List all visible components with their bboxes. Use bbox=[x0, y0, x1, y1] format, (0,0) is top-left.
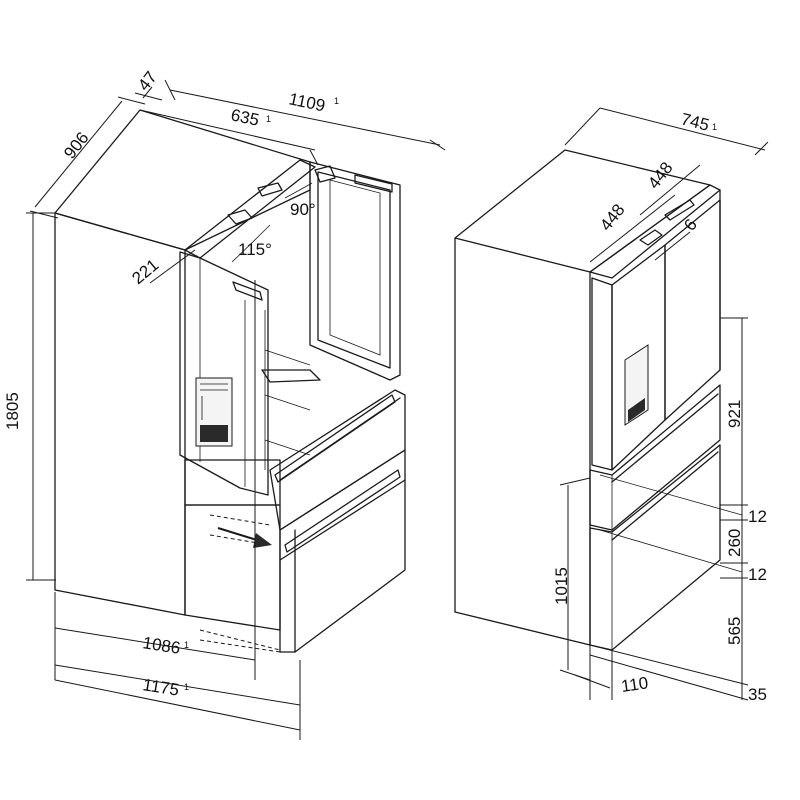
label-depth-1086: 1086 bbox=[141, 633, 181, 658]
right-cabinet-body bbox=[454, 149, 711, 646]
left-dimension-labels: 906 47 1109 1 635 1 221 90° 115° 1805 10… bbox=[3, 68, 339, 700]
label-door-47: 47 bbox=[134, 68, 161, 95]
label-width-635: 635 bbox=[229, 105, 261, 129]
label-gap-12-upper: 12 bbox=[748, 507, 767, 526]
right-drawers bbox=[589, 384, 721, 651]
left-cabinet-body bbox=[54, 109, 311, 616]
label-sup-635: 1 bbox=[266, 114, 271, 124]
left-dimension-lines bbox=[26, 79, 446, 740]
arrow-right-icon bbox=[217, 527, 272, 548]
label-depth-110: 110 bbox=[620, 673, 649, 696]
label-height-1805: 1805 bbox=[3, 392, 22, 430]
label-depth-1175: 1175 bbox=[141, 675, 180, 699]
left-interior bbox=[261, 310, 321, 470]
dispenser-outlet bbox=[200, 425, 228, 442]
left-drawers bbox=[184, 389, 406, 653]
label-door-448-left: 448 bbox=[596, 200, 628, 234]
label-depth-906: 906 bbox=[60, 128, 92, 162]
right-dimension-lines bbox=[559, 107, 769, 701]
label-depth-745: 745 bbox=[679, 109, 711, 134]
label-height-260: 260 bbox=[725, 529, 744, 557]
label-sup-1086: 1 bbox=[184, 640, 189, 650]
label-door-448-right: 448 bbox=[644, 158, 676, 192]
label-gap-12-lower: 12 bbox=[748, 565, 767, 584]
left-fridge-view bbox=[26, 79, 446, 740]
label-angle-90: 90° bbox=[290, 200, 316, 219]
label-angle-115: 115° bbox=[238, 240, 272, 259]
label-width-1109: 1109 bbox=[287, 89, 327, 115]
label-height-921: 921 bbox=[725, 400, 744, 428]
label-height-565: 565 bbox=[725, 617, 744, 645]
label-sup-1175: 1 bbox=[184, 682, 189, 692]
label-sup-1109: 1 bbox=[334, 96, 339, 106]
right-dispenser-outlet bbox=[628, 398, 645, 422]
right-door-open bbox=[309, 161, 401, 381]
label-sup-745: 1 bbox=[712, 122, 717, 132]
right-fridge-view bbox=[454, 107, 769, 701]
label-height-1015: 1015 bbox=[552, 567, 571, 605]
right-doors bbox=[589, 184, 721, 471]
label-height-35: 35 bbox=[748, 685, 767, 704]
label-door-221: 221 bbox=[128, 255, 162, 288]
left-door-open bbox=[179, 159, 316, 496]
